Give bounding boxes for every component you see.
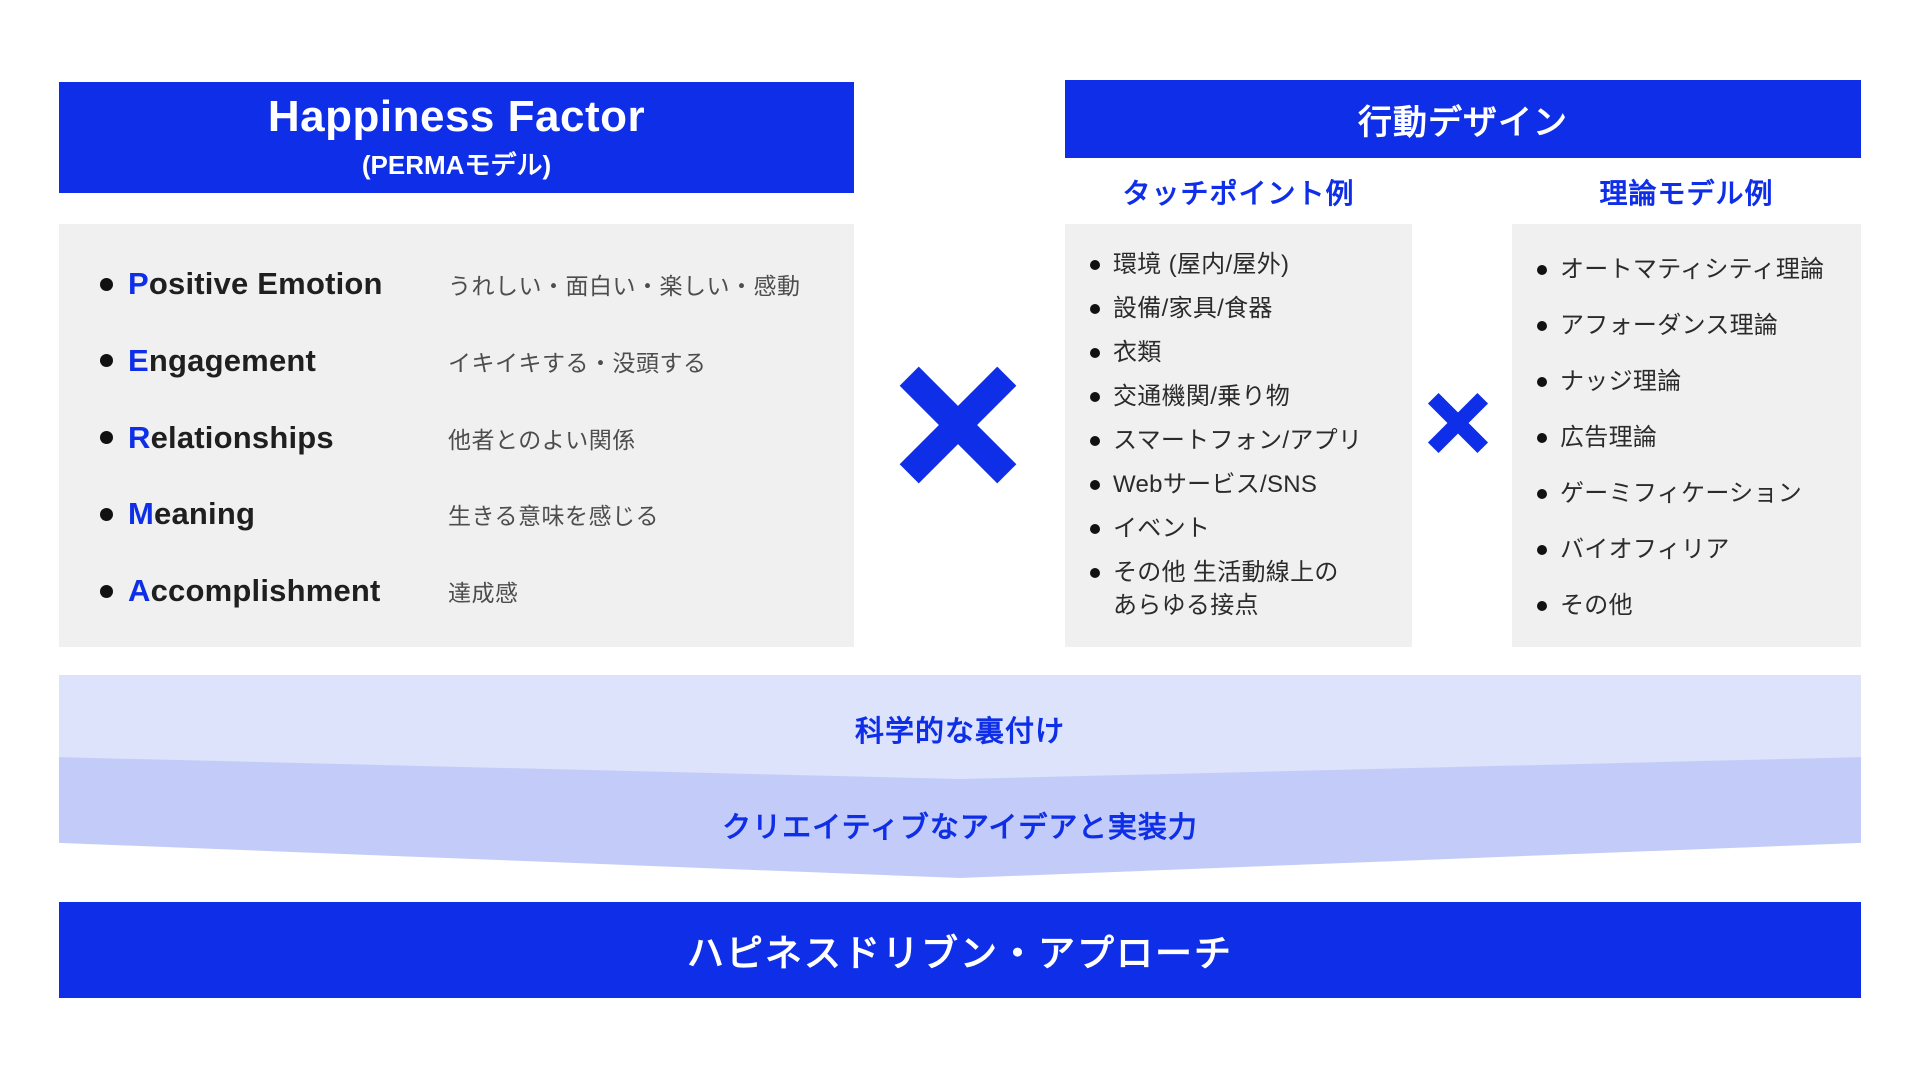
happiness-factor-title: Happiness Factor <box>267 91 646 141</box>
perma-term: Relationships <box>128 419 334 455</box>
bullet-icon <box>1537 489 1547 499</box>
touchpoints-panel: 環境 (屋内/屋外) 設備/家具/食器 衣類 交通機関/乗り物 スマートフォン/… <box>1065 224 1412 647</box>
list-item: 環境 (屋内/屋外) <box>1090 248 1402 281</box>
bullet-icon <box>1090 480 1100 490</box>
bullet-icon <box>100 431 113 444</box>
touchpoints-list: 環境 (屋内/屋外) 設備/家具/食器 衣類 交通機関/乗り物 スマートフォン/… <box>1090 248 1402 622</box>
bullet-icon <box>1537 601 1547 611</box>
list-item: バイオフィリア <box>1537 533 1851 566</box>
bullet-icon <box>100 277 113 291</box>
bullet-icon <box>100 507 113 521</box>
perma-model-subtitle: (PERMAモデル) <box>361 150 552 181</box>
list-item: イベント <box>1090 512 1402 545</box>
perma-panel: Positive Emotion うれしい・面白い・楽しい・感動 Engagem… <box>59 224 854 647</box>
perma-description: イキイキする・没頭する <box>448 349 707 376</box>
band-label: クリエイティブなアイデアと実装力 <box>722 812 1198 844</box>
bullet-icon <box>100 584 113 598</box>
bullet-icon <box>1090 524 1100 534</box>
bullet-icon <box>1537 377 1547 387</box>
perma-row-positive-emotion: Positive Emotion うれしい・面白い・楽しい・感動 <box>100 266 834 302</box>
bullet-icon <box>1090 436 1100 446</box>
list-item: ナッジ理論 <box>1537 365 1851 398</box>
perma-description: 達成感 <box>448 580 519 606</box>
perma-description: 他者とのよい関係 <box>448 426 636 453</box>
perma-row-relationships: Relationships 他者とのよい関係 <box>100 420 834 456</box>
behavior-design-header: 行動デザイン <box>1065 80 1861 158</box>
theory-panel: オートマティシティ理論 アフォーダンス理論 ナッジ理論 広告理論 ゲーミフィケー… <box>1512 224 1861 647</box>
list-item: Webサービス/SNS <box>1090 468 1402 501</box>
band-label: 科学的な裏付け <box>854 716 1065 748</box>
bullet-icon <box>1090 392 1100 402</box>
bullet-icon <box>1537 321 1547 331</box>
bullet-icon <box>1537 545 1547 555</box>
bullet-icon <box>1090 304 1100 314</box>
perma-row-accomplishment: Accomplishment 達成感 <box>100 573 834 609</box>
list-item: 衣類 <box>1090 336 1402 369</box>
happiness-driven-approach-bar: ハピネスドリブン・アプローチ <box>59 902 1861 998</box>
band-scientific-backing: 科学的な裏付け <box>59 675 1861 779</box>
perma-term: Engagement <box>128 342 317 378</box>
perma-row-engagement: Engagement イキイキする・没頭する <box>100 343 834 379</box>
perma-term: Accomplishment <box>128 573 381 608</box>
perma-row-meaning: Meaning 生きる意味を感じる <box>100 496 834 532</box>
perma-description: うれしい・面白い・楽しい・感動 <box>448 273 801 299</box>
bullet-icon <box>100 354 113 368</box>
list-item: 設備/家具/食器 <box>1090 292 1402 325</box>
theory-column-header: 理論モデル例 <box>1599 178 1774 209</box>
list-item: ゲーミフィケーション <box>1537 477 1851 510</box>
list-item: その他 <box>1537 589 1851 622</box>
touchpoints-column-header: タッチポイント例 <box>1122 178 1355 209</box>
perma-term: Positive Emotion <box>128 266 383 301</box>
bullet-icon <box>1537 265 1547 275</box>
list-item: スマートフォン/アプリ <box>1090 424 1402 457</box>
list-item: アフォーダンス理論 <box>1537 309 1851 342</box>
perma-term: Meaning <box>128 496 256 532</box>
list-item: その他 生活動線上の あらゆる接点 <box>1090 556 1402 622</box>
bullet-icon <box>1090 568 1100 578</box>
perma-description: 生きる意味を感じる <box>448 503 660 530</box>
list-item: オートマティシティ理論 <box>1537 253 1851 286</box>
list-item: 広告理論 <box>1537 421 1851 454</box>
bullet-icon <box>1090 348 1100 358</box>
happiness-factor-header: Happiness Factor (PERMAモデル) <box>59 82 854 193</box>
footer-label: ハピネスドリブン・アプローチ <box>687 933 1233 974</box>
list-item: 交通機関/乗り物 <box>1090 380 1402 413</box>
multiply-icon <box>899 366 1017 484</box>
theory-list: オートマティシティ理論 アフォーダンス理論 ナッジ理論 広告理論 ゲーミフィケー… <box>1537 253 1851 622</box>
multiply-icon <box>1427 392 1489 454</box>
bullet-icon <box>1537 433 1547 443</box>
bullet-icon <box>1090 260 1100 270</box>
